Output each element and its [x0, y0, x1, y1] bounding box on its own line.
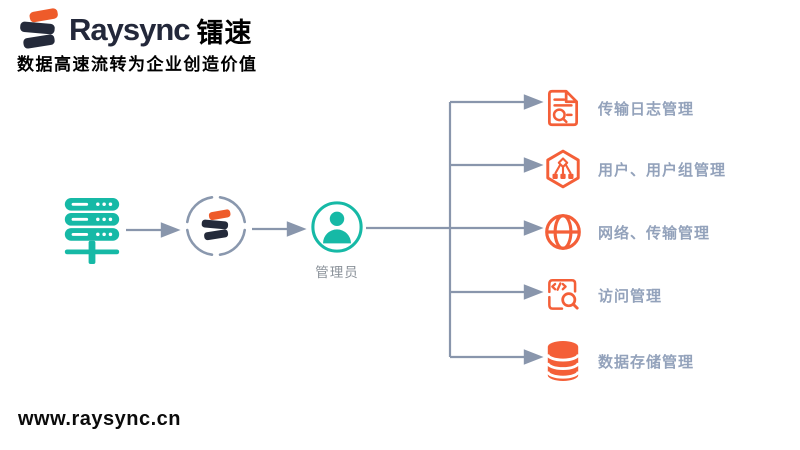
brand-name-cn: 镭速 — [196, 17, 253, 48]
flow-item-label: 传输日志管理 — [598, 100, 695, 118]
website-url: www.raysync.cn — [18, 408, 181, 430]
data-storage-icon — [541, 338, 585, 384]
flow-item-user-group: 用户、用户组管理 — [541, 147, 726, 191]
raysync-logo-icon — [19, 8, 59, 50]
flow-item-transfer-log: 传输日志管理 — [541, 86, 694, 130]
flow-item-label: 用户、用户组管理 — [598, 161, 727, 179]
user-group-icon — [541, 146, 585, 192]
admin-label: 管理员 — [315, 265, 359, 280]
flow-item-data-storage: 数据存储管理 — [541, 339, 694, 383]
raysync-node-icon — [184, 194, 248, 263]
flow-item-label: 访问管理 — [598, 287, 663, 305]
flow-item-network-transfer: 网络、传输管理 — [541, 210, 710, 254]
flow-item-label: 网络、传输管理 — [598, 224, 711, 242]
admin-person-icon — [310, 200, 364, 259]
brand-logo: Raysync 镭速 — [16, 8, 253, 52]
brand-name-en: Raysync — [69, 12, 191, 47]
server-icon — [64, 198, 120, 269]
access-management-icon — [541, 272, 585, 318]
transfer-log-icon — [541, 85, 585, 131]
network-transfer-icon — [541, 209, 585, 255]
flow-item-access: 访问管理 — [541, 273, 662, 317]
flow-item-label: 数据存储管理 — [598, 353, 695, 371]
brand-tagline: 数据高速流转为企业创造价值 — [17, 55, 258, 74]
